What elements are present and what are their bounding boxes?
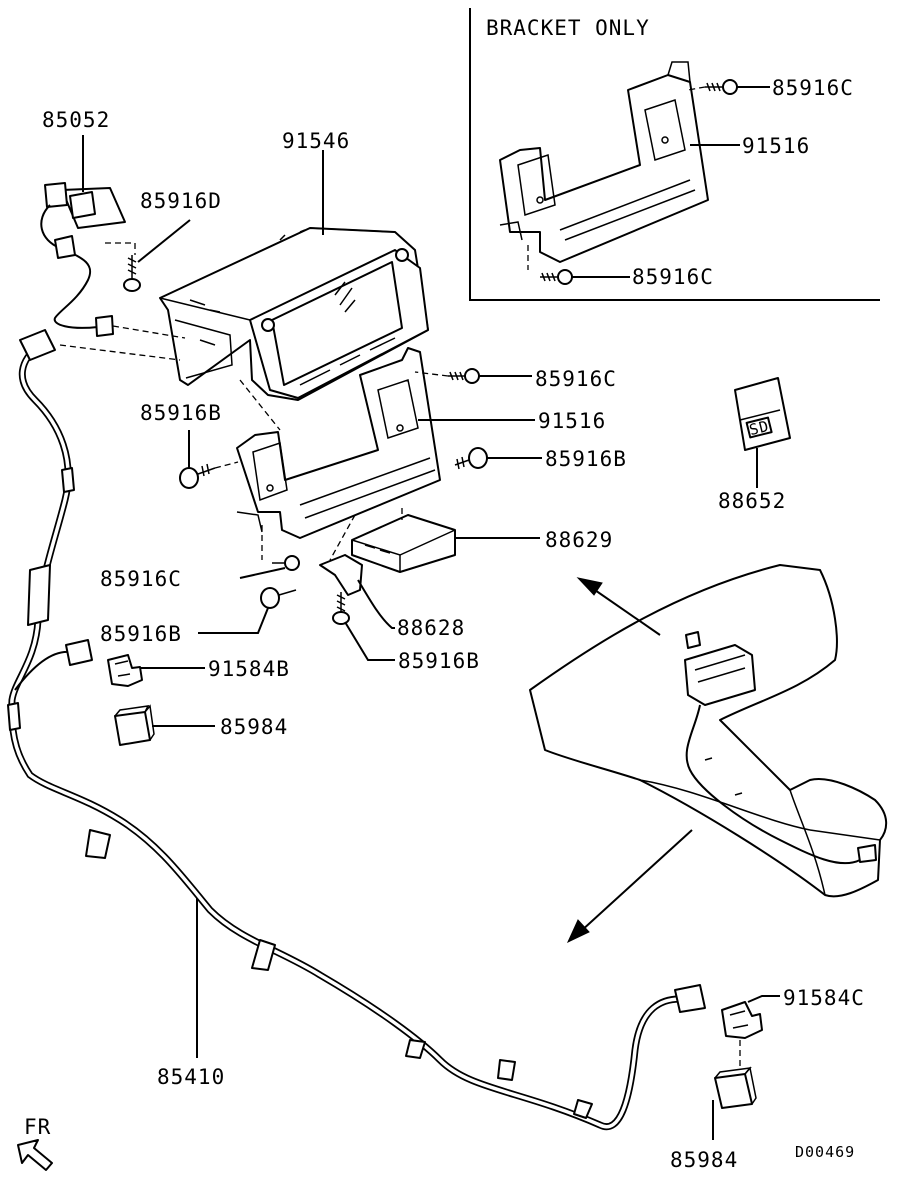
front-direction-indicator: FR [17,1115,53,1171]
holder-91584c [721,995,780,1070]
main-bracket [236,347,441,539]
label-85916b-left: 85916B [140,401,222,425]
label-91584c: 91584C [783,986,865,1010]
diagram-code: D00469 [795,1143,855,1161]
screw-85916b-left [179,430,239,489]
module-88629 [329,508,540,573]
dash-antenna-to-unit [112,325,186,339]
inset-frame [469,8,880,301]
screw-85916b-lower-left [198,587,297,634]
screw-85916b-right [454,447,542,470]
screw-85916c-main [414,368,532,384]
screw-85916b-lower-mid [332,592,395,661]
label-85916c-main: 85916C [535,367,617,391]
label-85916c-inset-upper: 85916C [772,76,854,100]
label-91546: 91546 [282,129,350,153]
label-85916b-lower-mid: 85916B [398,649,480,673]
bracket-88628 [319,554,395,629]
inset-bracket-drawing [499,61,709,263]
screw-85916c-lower [239,525,300,579]
label-85916b-lower-left: 85916B [100,622,182,646]
label-85916c-inset-lower: 85916C [632,265,714,289]
inset-screw-upper [687,79,770,95]
label-91516-main: 91516 [538,409,606,433]
label-85916b-right: 85916B [545,447,627,471]
label-85052: 85052 [42,108,110,132]
bracket-only-inset: BRACKET ONLY 85916C 91516 [469,8,880,301]
vehicle-location-view [529,564,888,898]
jack-85984-right [712,1066,757,1140]
label-88628: 88628 [397,616,465,640]
gps-antenna [40,182,126,337]
wiring-harness [7,329,706,1131]
inset-screw-lower [527,245,630,285]
sd-card-text: SD [747,417,771,439]
screw-85916d [105,219,191,292]
label-85984-right: 85984 [670,1148,738,1172]
sd-card: SD [734,377,791,488]
label-85410: 85410 [157,1065,225,1089]
holder-91584b [107,654,205,687]
jack-85984-left [114,704,215,746]
inset-title: BRACKET ONLY [486,16,650,40]
label-85984-left: 85984 [220,715,288,739]
arrow-upper [576,577,661,636]
dash-harness-to-unit [59,344,181,361]
label-91516-inset: 91516 [742,134,810,158]
label-85916d: 85916D [140,189,222,213]
arrow-lower [566,829,693,944]
dash-unit-to-bracket [239,379,281,431]
av-unit [159,227,429,401]
label-88629: 88629 [545,528,613,552]
front-marker-text: FR [24,1115,51,1139]
label-91584b: 91584B [208,657,290,681]
label-85916c-lower: 85916C [100,567,182,591]
label-88652: 88652 [718,489,786,513]
